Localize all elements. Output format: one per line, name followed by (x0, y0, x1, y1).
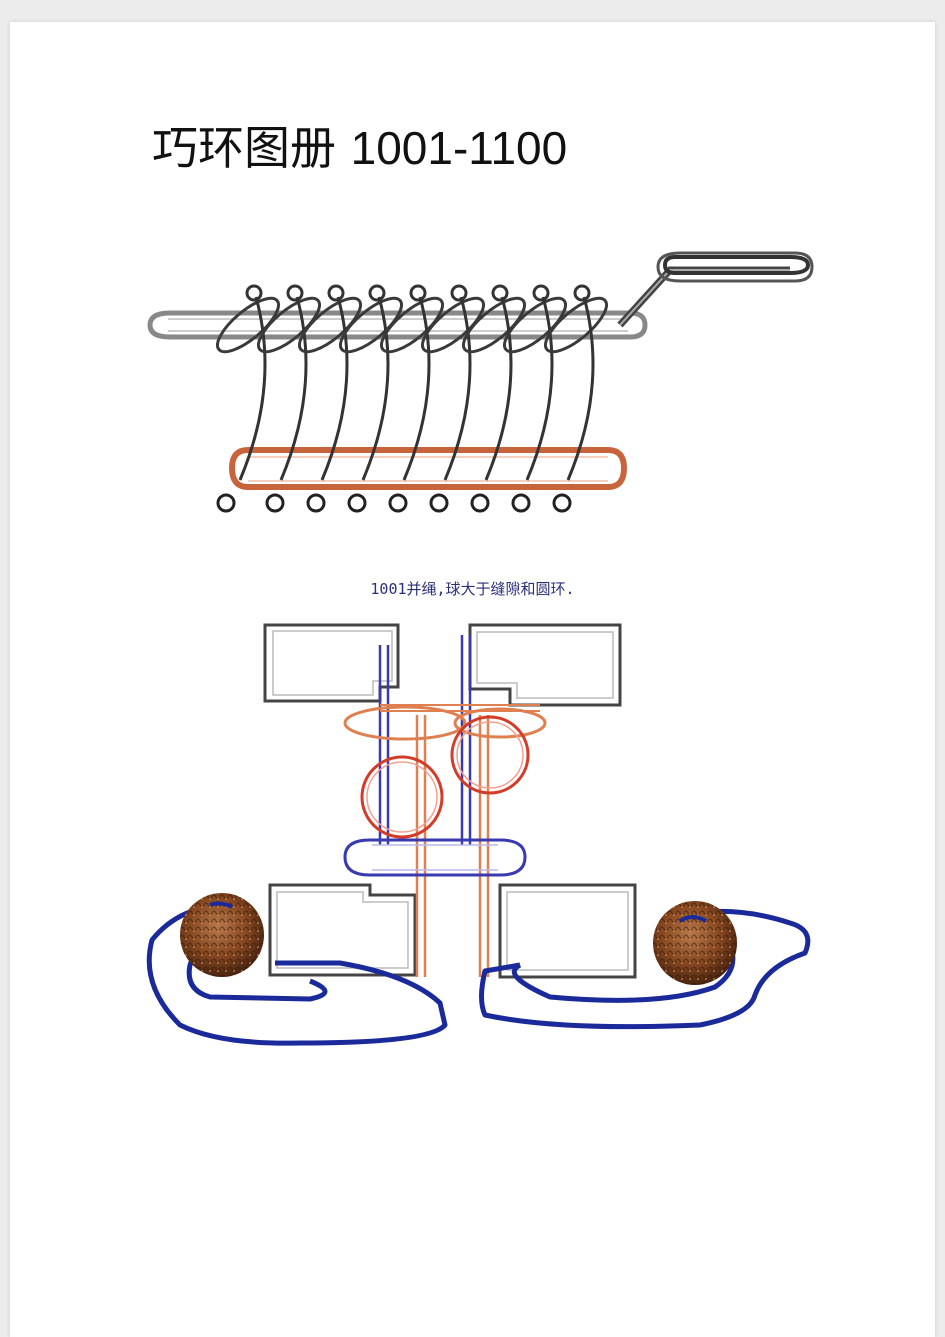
figure-caption: 1001并绳,球大于缝隙和圆环. (370, 580, 575, 598)
ring-loop (503, 296, 567, 354)
post-circle (347, 493, 367, 513)
post-circle (511, 493, 531, 513)
red-ring-right (450, 715, 530, 795)
ring-wire (443, 296, 472, 481)
post-circle (552, 493, 572, 513)
ring-top-loop (409, 284, 427, 302)
post-circles (216, 493, 572, 513)
ring-wire (566, 296, 595, 481)
grip-inner (662, 255, 811, 275)
ring-top-loop (327, 284, 345, 302)
ring-loop (257, 296, 321, 354)
frame-upper-right (468, 623, 622, 707)
ring-wire (361, 296, 390, 481)
ring-top-loop (491, 284, 509, 302)
handle-loop (147, 310, 648, 340)
title-range: 1001-1100 (350, 122, 568, 174)
ring-wire (279, 296, 308, 481)
post-circle (429, 493, 449, 513)
ring-top-loop (532, 284, 550, 302)
ring-top-loop (286, 284, 304, 302)
ring-wire (402, 296, 431, 481)
walnut-ball-right (653, 901, 737, 985)
ring-loop (421, 296, 485, 354)
frame-upper-left (263, 623, 400, 703)
orange-top-loop-left (343, 705, 467, 741)
orange-rail-left (415, 715, 427, 977)
orange-rail-right (478, 715, 490, 977)
blue-rail-left (378, 645, 390, 845)
ring-loop (544, 296, 608, 354)
title-cjk: 巧环图册 (152, 121, 336, 175)
post-circle (265, 493, 285, 513)
ring-loop (339, 296, 403, 354)
ring-loop (380, 296, 444, 354)
ring-top-loop (245, 284, 263, 302)
rope-puzzle-svg (146, 623, 811, 1046)
post-circle (306, 493, 326, 513)
post-circle (216, 493, 236, 513)
ring-loop (298, 296, 362, 354)
ring-top-loop (573, 284, 591, 302)
frame-lower-left (268, 883, 417, 977)
nine-rings-svg (147, 251, 814, 513)
orange-bar-loop (228, 447, 628, 490)
ring-wire (320, 296, 349, 481)
ring-wire (484, 296, 513, 481)
ring-loop (216, 296, 280, 354)
blue-rail-right (460, 635, 472, 845)
rope-puzzle-illustration (140, 605, 820, 1065)
ring-wire (238, 296, 267, 481)
ring-top-loop (450, 284, 468, 302)
post-circle (388, 493, 408, 513)
page-title: 巧环图册 1001-1100 (152, 125, 567, 171)
post-circle (470, 493, 490, 513)
nine-rings-illustration (140, 235, 820, 525)
orange-top-loop-right (453, 707, 547, 739)
ring-top-loop (368, 284, 386, 302)
blue-lower-loop (343, 838, 527, 877)
walnut-ball-left (180, 893, 264, 977)
red-ring-left (360, 755, 444, 839)
frame-lower-right (498, 883, 637, 979)
ring-loop (462, 296, 526, 354)
ring-wire (525, 296, 554, 481)
ring-group (216, 284, 608, 481)
